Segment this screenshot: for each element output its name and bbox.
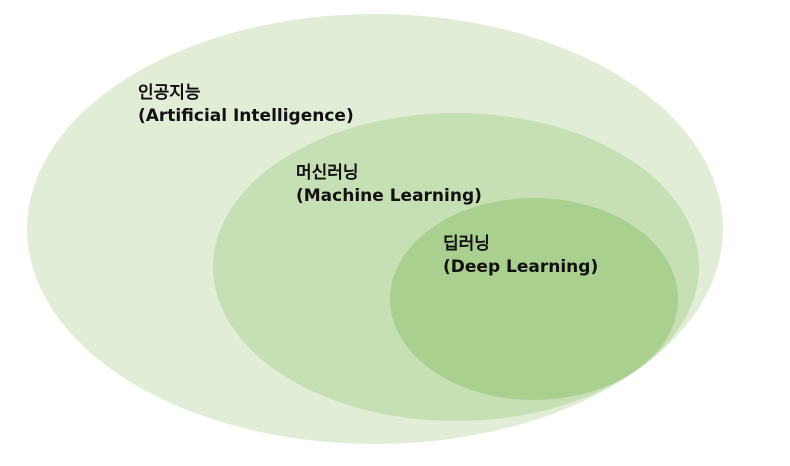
ai-label-english: (Artificial Intelligence) [138, 106, 354, 126]
dl-ellipse [390, 198, 678, 400]
dl-label: 딥러닝 (Deep Learning) [443, 233, 598, 279]
ml-label-korean: 머신러닝 [296, 163, 359, 183]
ml-label: 머신러닝 (Machine Learning) [296, 162, 482, 208]
ai-label: 인공지능 (Artificial Intelligence) [138, 82, 354, 128]
ml-label-english: (Machine Learning) [296, 186, 482, 206]
dl-label-korean: 딥러닝 [443, 234, 490, 254]
dl-label-english: (Deep Learning) [443, 257, 599, 277]
ai-label-korean: 인공지능 [138, 83, 201, 103]
